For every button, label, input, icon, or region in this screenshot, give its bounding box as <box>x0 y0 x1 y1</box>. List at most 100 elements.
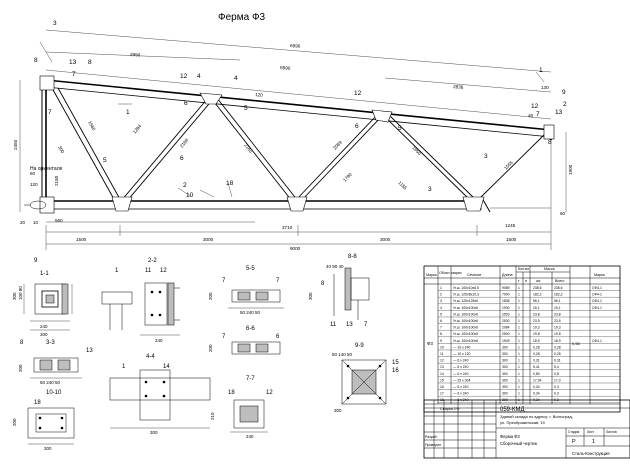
mark-8c: 8 <box>548 139 552 146</box>
dim-diag-14: 40 <box>528 113 534 118</box>
section-5-5: 50 240 50 7 7 200 <box>208 278 284 315</box>
th-mass: Масса <box>544 267 555 271</box>
section-6-6-title: 6-6 <box>246 326 255 332</box>
table-cell: 300 <box>502 378 508 382</box>
svg-text:100 80: 100 80 <box>18 286 23 300</box>
label-stage: Стадия <box>568 430 579 434</box>
table-cell: 19,3 <box>554 326 561 330</box>
mark-18: 18 <box>226 180 234 187</box>
section-8-8-title: 8-8 <box>348 254 357 260</box>
table-cell: Уг.ш. 125х8х10,3 <box>453 293 479 297</box>
svg-text:7: 7 <box>364 322 368 328</box>
dim-60: 60 <box>560 211 566 216</box>
table-cell: 23,8 <box>554 312 561 316</box>
table-cell: 1 <box>518 332 520 336</box>
table-cell: СФ4-1 <box>592 293 602 297</box>
label-sheets: Листов <box>606 430 617 434</box>
table-cell: 56,1 <box>533 299 540 303</box>
dim-diag-11: 120 <box>30 182 38 187</box>
mark-3b: 3 <box>428 186 432 193</box>
table-cell: 12 <box>440 359 444 363</box>
section-18-title: 18 <box>34 400 41 406</box>
th-length: Длина <box>502 273 513 277</box>
mark-7a: 7 <box>72 71 76 78</box>
svg-text:300: 300 <box>44 446 52 451</box>
title-block: 059-КМД Зданий склада по адресу: г. Волг… <box>423 399 630 459</box>
table-cell: 0,8 <box>554 372 559 376</box>
dim-130: 130 <box>541 85 549 90</box>
dim-diag-12: 60 <box>30 171 36 176</box>
table-cell: 23,5 <box>533 319 540 323</box>
dim-1245: 1245 <box>505 223 516 228</box>
mark-7c: 7 <box>536 111 540 118</box>
svg-text:7: 7 <box>222 278 226 284</box>
table-cell: 182,2 <box>533 293 542 297</box>
mark-5c: 5 <box>398 125 402 132</box>
svg-text:200: 200 <box>12 418 17 426</box>
table-cell: 15 <box>440 378 444 382</box>
svg-text:7: 7 <box>222 334 226 340</box>
table-cell: 1 <box>518 345 520 349</box>
svg-text:1: 1 <box>115 268 119 274</box>
svg-text:8: 8 <box>321 281 325 287</box>
dim-diag-6: 1555 <box>503 160 514 171</box>
dim-height-left: 2450 <box>13 139 18 150</box>
table-cell: — 10 х 120 <box>453 352 470 356</box>
section-4-4: 300 1 14 <box>109 364 211 435</box>
table-cell: 0,28 <box>554 352 561 356</box>
table-cell: 17,04 <box>533 378 542 382</box>
svg-text:300: 300 <box>12 292 17 300</box>
section-10-10-title: 10-10 <box>46 390 62 396</box>
table-cell: 2500 <box>502 332 510 336</box>
mark-9: 9 <box>562 89 566 96</box>
svg-text:11: 11 <box>145 268 152 274</box>
mark-12b: 12 <box>354 90 362 97</box>
table-cell: СФ4-1 <box>592 299 602 303</box>
table-cell: Уг.ш. 100х100х6 <box>453 326 478 330</box>
table-cell: 0,80 <box>533 372 540 376</box>
table-cell: 1 <box>518 359 520 363</box>
table-cell: 19,8 <box>533 332 540 336</box>
table-cell: 300 <box>502 392 508 396</box>
sig-developer: Разраб. <box>425 435 438 439</box>
dim-diag-9: 2180 <box>54 175 59 186</box>
table-cell: 5 <box>440 312 442 316</box>
mark-3-top: 3 <box>53 20 57 27</box>
table-cell: 0,28 <box>533 345 540 349</box>
th-qty: Кол-во <box>518 267 529 271</box>
svg-text:12: 12 <box>160 268 167 274</box>
table-cell: 5,4 <box>554 365 559 369</box>
svg-text:300: 300 <box>150 430 158 435</box>
table-cell: 238,6 <box>554 286 563 290</box>
table-cell: 9089 <box>502 286 510 290</box>
svg-text:7: 7 <box>276 278 280 284</box>
section-9-9: 15 16 50 140 50 300 <box>332 352 399 413</box>
svg-text:8: 8 <box>20 340 24 346</box>
dim-overall: 9000 <box>290 246 301 251</box>
mark-10: 10 <box>186 192 194 199</box>
table-cell: 9 <box>440 339 442 343</box>
th-total: Всего <box>555 279 564 283</box>
mark-13: 13 <box>69 59 77 66</box>
table-cell: Уг.ш. 100х100х6 <box>453 319 478 323</box>
table-cell: 1 <box>518 319 520 323</box>
table-cell: 17 <box>440 392 444 396</box>
table-cell: 17,0 <box>554 378 561 382</box>
svg-text:13: 13 <box>346 322 353 328</box>
mark-5a: 5 <box>244 105 248 112</box>
table-cell: 1 <box>440 286 442 290</box>
section-7-7: 240 18 12 210 <box>210 390 273 439</box>
mark-6a: 6 <box>184 100 188 107</box>
table-cell: 1 <box>518 312 520 316</box>
note-orientation: На ориентале <box>30 166 63 172</box>
dim-diag-10: 300 <box>57 145 65 155</box>
svg-text:210: 210 <box>210 412 215 420</box>
dim-overall-top: 6990 <box>290 43 301 49</box>
table-mark-value: Ф3 <box>427 341 433 346</box>
dim-height-right: 1900 <box>568 164 573 175</box>
table-cell: 0,34 <box>533 385 540 389</box>
table-cell: 300 <box>502 352 508 356</box>
table-cell: 1 <box>518 326 520 330</box>
table-cell: 1 <box>518 385 520 389</box>
table-cell: Уг.ш. 100х100х6 <box>453 306 478 310</box>
